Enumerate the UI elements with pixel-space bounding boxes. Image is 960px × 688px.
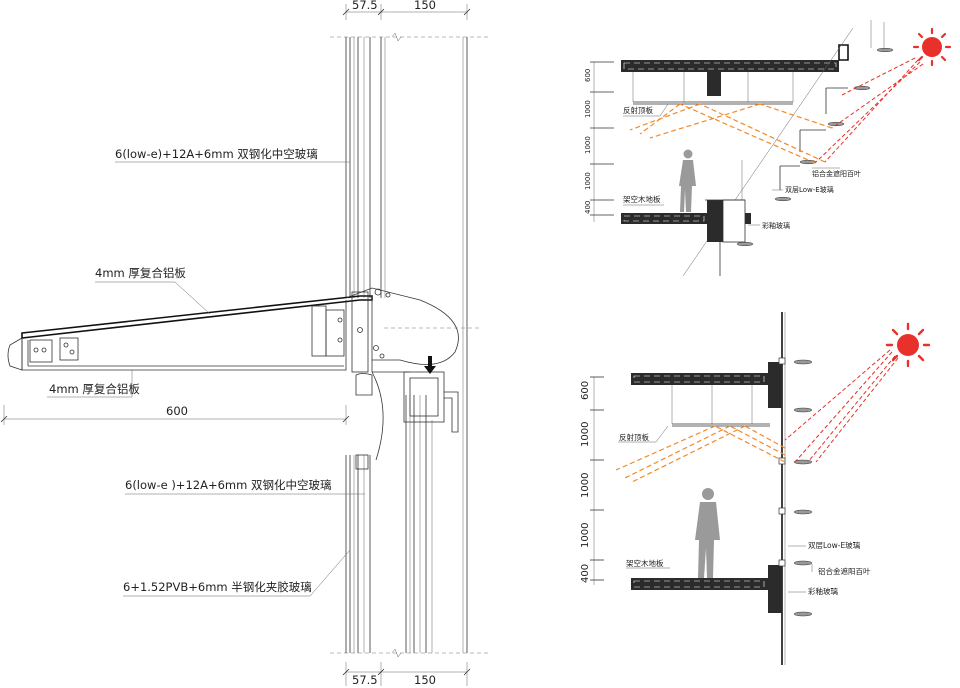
st-dim-400: 400: [584, 201, 592, 214]
st-dim-1000-b: 1000: [584, 136, 592, 154]
st-sun-rays: [814, 57, 924, 164]
st-sun-icon: [912, 27, 952, 67]
sb-sun-icon: [885, 322, 931, 368]
st-label-louver: 铝合金遮阳百叶: [812, 169, 861, 178]
st-ceiling-slab: [621, 60, 839, 72]
sb-label-glaze: 彩釉玻璃: [808, 586, 838, 596]
sb-sun-rays: [784, 349, 899, 463]
label-glass-laminated: 6+1.52PVB+6mm 半钢化夹胶玻璃: [123, 580, 312, 594]
dim-bottom-150: 150: [414, 673, 436, 687]
sb-ceiling-slab: [631, 373, 781, 385]
sunshade-panel: [7, 287, 482, 396]
section-top-dim-ticks: [590, 61, 614, 216]
detail-labels: 6(low-e)+12A+6mm 双钢化中空玻璃 4mm 厚复合铝板 4mm 厚…: [47, 147, 365, 597]
sb-dim-1000-b: 1000: [580, 473, 591, 498]
sb-person-icon: [695, 488, 720, 578]
sb-dim-600: 600: [580, 381, 591, 400]
st-person-icon: [679, 149, 696, 212]
sb-louvers: [793, 359, 813, 617]
label-glass-mid: 6(low-e )+12A+6mm 双钢化中空玻璃: [125, 478, 331, 492]
curtain-wall-detail: 57.5 150: [0, 0, 490, 687]
st-label-glaze: 彩釉玻璃: [762, 221, 790, 230]
st-dim-1000-a: 1000: [584, 100, 592, 118]
st-floor-slab: [621, 213, 751, 224]
sb-floor-slab: [631, 578, 781, 590]
st-label-lowe: 双层Low-E玻璃: [785, 185, 834, 194]
sb-label-lowe: 双层Low-E玻璃: [808, 540, 861, 550]
sb-label-ceiling: 反射顶板: [619, 432, 649, 442]
bottom-dimension: 57.5 150: [342, 662, 471, 687]
sb-dim-1000-a: 1000: [580, 422, 591, 447]
dim-top-150: 150: [414, 0, 436, 12]
mullion-lower: [345, 395, 433, 658]
mullion-upper: [345, 32, 468, 653]
section-bottom: 600 1000 1000 1000 400: [580, 312, 931, 665]
sb-label-louver: 铝合金遮阳百叶: [818, 566, 871, 576]
top-dimension: 57.5 150: [342, 0, 471, 20]
dim-width-600: 600: [166, 404, 188, 418]
dim-top-57-5: 57.5: [352, 0, 378, 12]
sb-label-floor: 架空木地板: [626, 558, 664, 568]
label-panel-top: 4mm 厚复合铝板: [95, 266, 186, 280]
st-dim-1000-c: 1000: [584, 172, 592, 190]
st-label-floor: 架空木地板: [623, 194, 661, 204]
section-top: 600 1000 1000 1000 400: [584, 20, 952, 277]
sb-reflection-rays: [615, 425, 786, 483]
st-louvers: [736, 47, 894, 247]
window-hardware: [355, 356, 459, 470]
st-reflection-rays: [629, 103, 833, 164]
label-glass-top: 6(low-e)+12A+6mm 双钢化中空玻璃: [115, 147, 318, 161]
label-panel-bottom: 4mm 厚复合铝板: [49, 382, 140, 396]
dim-bottom-57-5: 57.5: [352, 673, 378, 687]
sb-dim-1000-c: 1000: [580, 523, 591, 548]
st-label-ceiling: 反射顶板: [623, 105, 653, 115]
section-bottom-dim-ticks: [590, 376, 604, 581]
width-dimension: 600: [0, 404, 350, 425]
st-dim-600: 600: [584, 69, 592, 82]
sb-dim-400: 400: [580, 564, 591, 583]
